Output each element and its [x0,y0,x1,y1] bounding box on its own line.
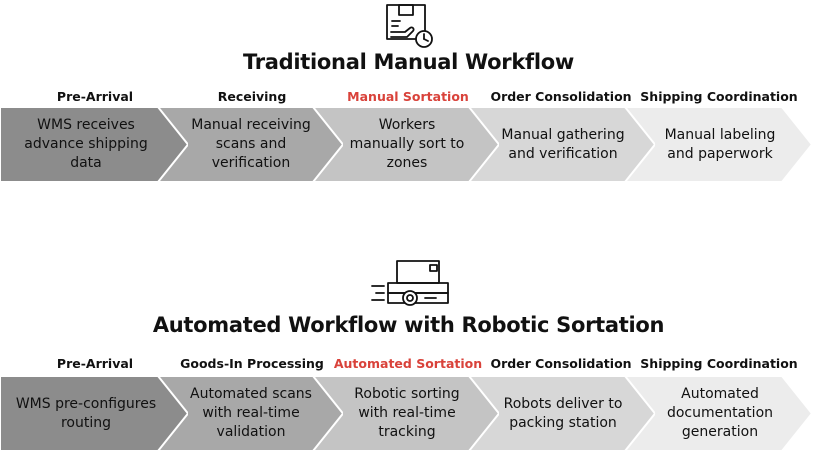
automated-chevron-1: WMS pre-configures routing [0,376,188,451]
automated-stage-label-2: Goods-In Processing [180,356,324,371]
automated-chevron-5: Automated documentation generation [624,376,812,451]
robot-conveyor-icon [370,258,450,308]
manual-stage-text-1: WMS receives advance shipping data [24,117,148,171]
manual-stage-text-2: Manual receiving scans and verification [191,117,311,171]
manual-stage-text-3: Workers manually sort to zones [349,117,465,171]
automated-workflow-title: Automated Workflow with Robotic Sortatio… [152,313,665,337]
automated-chevron-2: Automated scans with real-time validatio… [155,376,343,451]
automated-stage-label-1: Pre-Arrival [56,356,134,371]
manual-stage-label-1: Pre-Arrival [56,89,134,104]
automated-stage-text-1: WMS pre-configures routing [15,395,157,431]
automated-stage-text-3: Robotic sorting with real-time tracking [354,386,460,440]
manual-stage-label-3: Manual Sortation [347,89,469,104]
automated-stage-label-4: Order Consolidation [490,356,632,371]
automated-stage-text-5: Automated documentation generation [666,386,774,440]
manual-stage-text-4: Manual gathering and verification [501,126,625,162]
box-clock-icon [384,2,434,50]
manual-chevron-2: Manual receiving scans and verification [155,107,343,182]
manual-stage-label-2: Receiving [217,89,287,104]
automated-stage-label-3: Automated Sortation [333,356,483,371]
manual-workflow-title: Traditional Manual Workflow [243,50,574,74]
automated-stage-text-2: Automated scans with real-time validatio… [190,386,312,440]
automated-stage-text-4: Robots deliver to packing station [503,395,623,431]
automated-chevron-4: Robots deliver to packing station [467,376,655,451]
manual-stage-label-5: Shipping Coordination [640,89,798,104]
manual-stage-text-5: Manual labeling and paperwork [664,126,776,162]
manual-chevron-3: Workers manually sort to zones [311,107,499,182]
automated-stage-label-5: Shipping Coordination [640,356,798,371]
manual-stage-label-4: Order Consolidation [490,89,632,104]
manual-chevron-4: Manual gathering and verification [467,107,655,182]
manual-chevron-1: WMS receives advance shipping data [0,107,188,182]
